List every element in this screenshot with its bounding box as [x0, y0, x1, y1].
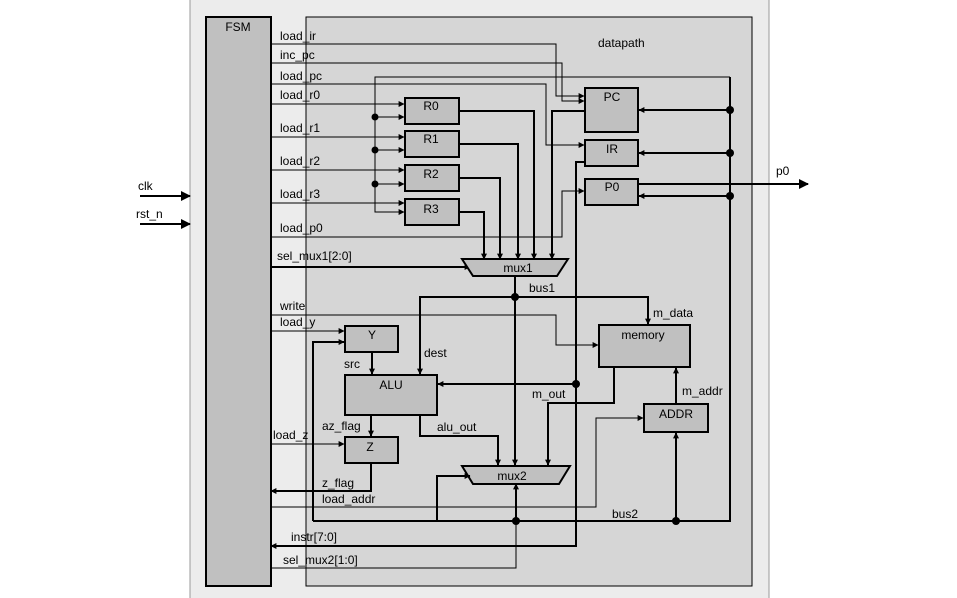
inc-pc-wire [271, 62, 585, 104]
alu-label: ALU [379, 378, 402, 392]
rst-n-label: rst_n [136, 207, 163, 221]
bus2-to-y [312, 339, 345, 521]
r3-register [404, 198, 460, 226]
bus2-to-mux2 [436, 473, 471, 521]
dest-wire [417, 296, 515, 375]
addr-label: ADDR [659, 407, 693, 421]
clk-label: clk [138, 179, 154, 193]
load-p0-label: load_p0 [280, 221, 323, 235]
m-out-wire [545, 367, 615, 466]
instr-wire [270, 161, 585, 549]
r0-register [404, 97, 460, 125]
pc-register [584, 87, 639, 133]
junction-dot [726, 106, 734, 114]
r1-register [404, 130, 460, 158]
pc-label: PC [604, 90, 621, 104]
r3-out-wire [459, 211, 487, 260]
addr-register [643, 403, 709, 433]
junction-dot [371, 113, 379, 121]
load-p0-wire [271, 188, 585, 238]
junction-dot [726, 192, 734, 200]
z-flag-wire [270, 463, 372, 494]
junction-dot [371, 146, 379, 154]
junction-dot [371, 180, 379, 188]
junction-dot [572, 380, 580, 388]
r2-out-wire [459, 177, 503, 260]
z-flag-label: z_flag [322, 476, 354, 490]
sel-mux1-label: sel_mux1[2:0] [277, 249, 352, 263]
memory-label: memory [621, 328, 664, 342]
m-data-wire [515, 296, 651, 325]
r3-label: R3 [423, 202, 439, 216]
mux1-block [460, 258, 570, 277]
load-r0-label: load_r0 [280, 88, 320, 102]
load-addr-wire [271, 415, 644, 508]
inc-pc-label: inc_pc [280, 48, 315, 62]
sel-mux2-label: sel_mux2[1:0] [283, 553, 358, 567]
mux1-label: mux1 [503, 261, 533, 275]
alu-out-wire [419, 415, 501, 466]
r0-label: R0 [423, 99, 439, 113]
r0-out-wire [459, 110, 537, 260]
load-r3-label: load_r3 [280, 187, 320, 201]
r1-out-wire [459, 143, 521, 260]
load-pc-wire [271, 83, 585, 148]
r2-register [404, 164, 460, 192]
write-label: write [279, 299, 306, 313]
load-r2-label: load_r2 [280, 154, 320, 168]
z-register [344, 436, 399, 464]
pc-out-wire [549, 110, 585, 260]
junction-dot [726, 149, 734, 157]
m-out-label: m_out [532, 387, 566, 401]
datapath-label: datapath [598, 36, 645, 50]
r2-label: R2 [423, 167, 439, 181]
y-register [344, 325, 399, 353]
ir-register [584, 139, 639, 167]
load-r1-label: load_r1 [280, 121, 320, 135]
load-ir-label: load_ir [280, 29, 316, 43]
reg-data-bus [374, 76, 730, 215]
p0-label: P0 [605, 180, 620, 194]
bus2-label: bus2 [612, 507, 638, 521]
junction-dot [672, 517, 680, 525]
memory-block [598, 324, 691, 368]
load-ir-wire [271, 43, 585, 99]
ir-label: IR [606, 142, 618, 156]
bus1-label: bus1 [529, 281, 555, 295]
p0-output-label: p0 [776, 164, 790, 178]
z-label: Z [366, 440, 373, 454]
alu-block [344, 374, 438, 416]
m-data-label: m_data [653, 306, 693, 320]
bus2-spine [516, 77, 731, 522]
alu-out-label: alu_out [437, 420, 477, 434]
load-z-label: load_z [273, 428, 308, 442]
src-label: src [344, 357, 360, 371]
load-addr-label: load_addr [322, 492, 375, 506]
p0-register [584, 178, 639, 206]
mux2-label: mux2 [497, 469, 527, 483]
r1-label: R1 [423, 132, 439, 146]
instr-label: instr[7:0] [291, 530, 337, 544]
az-flag-label: az_flag [322, 419, 361, 433]
m-addr-label: m_addr [682, 384, 723, 398]
y-label: Y [368, 328, 376, 342]
load-y-label: load_y [280, 315, 315, 329]
dest-label: dest [424, 346, 447, 360]
load-pc-label: load_pc [280, 69, 322, 83]
fsm-block [205, 16, 272, 587]
fsm-label: FSM [225, 20, 250, 34]
